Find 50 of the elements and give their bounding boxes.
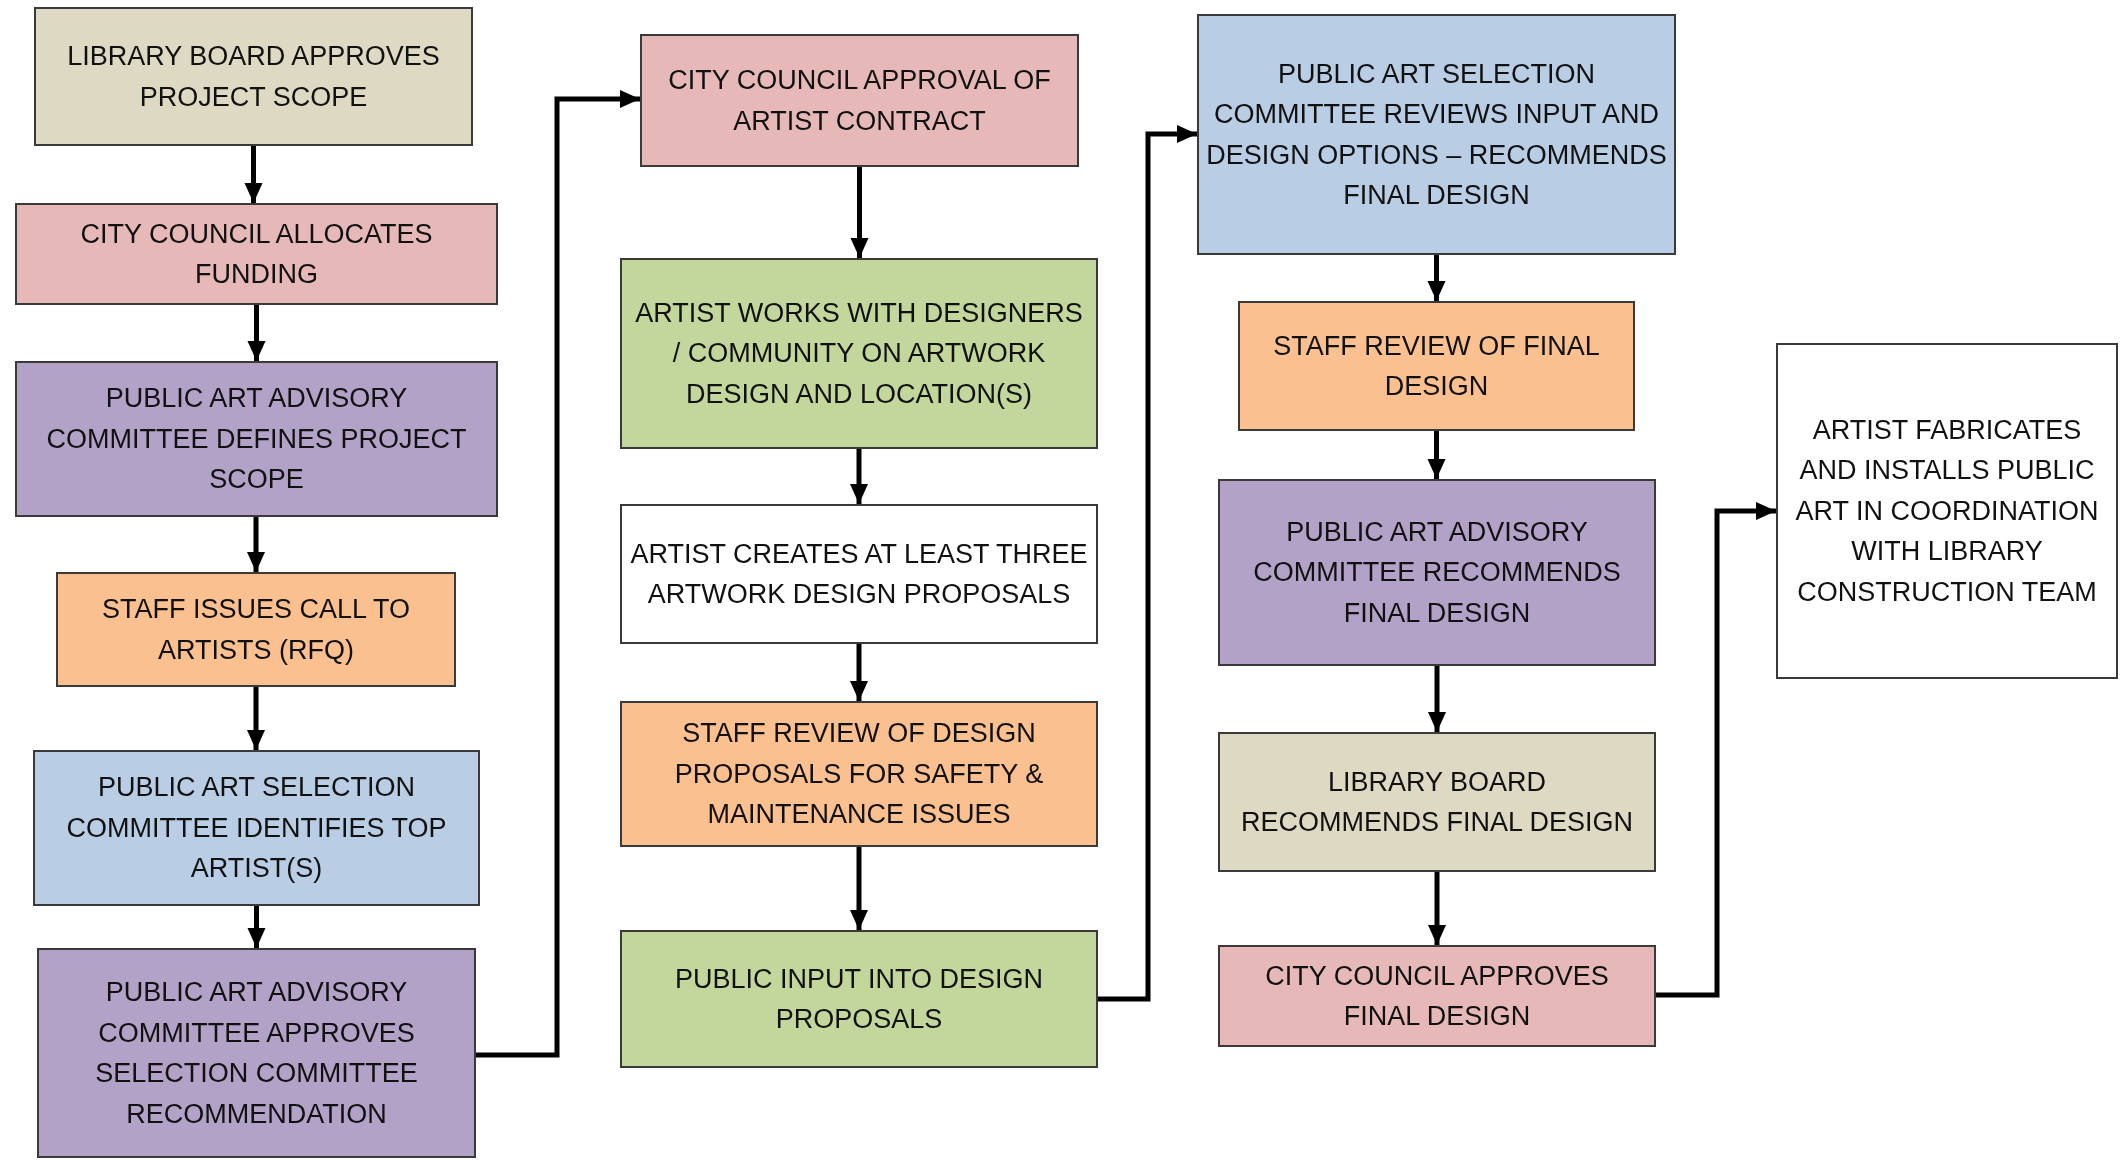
arrow [850, 847, 868, 930]
process-box [640, 34, 1079, 167]
process-box [56, 572, 456, 687]
arrow [247, 517, 265, 572]
step-text: LIBRARY BOARD APPROVES PROJECT SCOPE [66, 40, 441, 114]
arrow [1427, 431, 1446, 479]
step-text: PUBLIC ART ADVISORY COMMITTEE APPROVES SELECTION COMMITTEE RECOMMENDATION [94, 976, 419, 1131]
step-text: PUBLIC ART SELECTION COMMITTEE IDENTIFIES TOP ARTIST(S) [65, 771, 448, 886]
step-text: STAFF ISSUES CALL TO ARTISTS (RFQ) [100, 593, 412, 667]
process-box [620, 701, 1098, 847]
arrow [850, 644, 868, 701]
step-text: STAFF REVIEW OF FINAL DESIGN [1272, 329, 1601, 403]
step-text: LIBRARY BOARD RECOMMENDS FINAL DESIGN [1239, 765, 1634, 839]
arrow [247, 906, 266, 948]
step-text: ARTIST WORKS WITH DESIGNERS / COMMUNITY ON ARTWORK DESIGN AND LOCATION(S) [634, 296, 1084, 411]
process-box [1218, 479, 1656, 666]
step-text: PUBLIC ART SELECTION COMMITTEE REVIEWS INPUT AND DESIGN OPTIONS – RECOMMENDS FINAL DESIGN [1205, 57, 1668, 212]
step-text: ARTIST FABRICATES AND INSTALLS PUBLIC ART IN COORDINATION WITH LIBRARY CONSTRUCTION TEAM [1794, 413, 2100, 609]
arrow [1656, 502, 1776, 998]
arrow [247, 305, 266, 361]
arrow [1098, 125, 1197, 1002]
process-box [34, 7, 473, 146]
process-box [1218, 732, 1656, 872]
process-box [15, 203, 498, 305]
process-box [15, 361, 498, 517]
arrow [1428, 666, 1446, 732]
process-box [1218, 945, 1656, 1047]
process-box [37, 948, 476, 1158]
step-text: CITY COUNCIL APPROVES FINAL DESIGN [1264, 959, 1610, 1033]
step-text: ARTIST CREATES AT LEAST THREE ARTWORK DESIGN PROPOSALS [629, 537, 1089, 611]
process-box [1197, 14, 1676, 255]
arrow [1427, 255, 1446, 301]
process-box [1776, 343, 2118, 679]
process-box [33, 750, 480, 906]
process-box [620, 258, 1098, 449]
step-text: PUBLIC INPUT INTO DESIGN PROPOSALS [673, 962, 1045, 1036]
step-text: CITY COUNCIL APPROVAL OF ARTIST CONTRACT [667, 64, 1052, 138]
step-text: CITY COUNCIL ALLOCATES FUNDING [79, 217, 434, 291]
step-text: PUBLIC ART ADVISORY COMMITTEE RECOMMENDS FINAL DESIGN [1252, 515, 1622, 630]
arrow [850, 167, 869, 258]
process-box [620, 930, 1098, 1068]
step-text: STAFF REVIEW OF DESIGN PROPOSALS FOR SAFETY & MAINTENANCE ISSUES [673, 717, 1045, 832]
step-text: PUBLIC ART ADVISORY COMMITTEE DEFINES PROJECT SCOPE [45, 382, 468, 497]
process-box [620, 504, 1098, 644]
arrow [244, 146, 263, 203]
arrow [850, 449, 868, 504]
arrow [1428, 872, 1446, 945]
arrow [247, 687, 265, 750]
arrow [476, 90, 640, 1058]
process-box [1238, 301, 1635, 431]
